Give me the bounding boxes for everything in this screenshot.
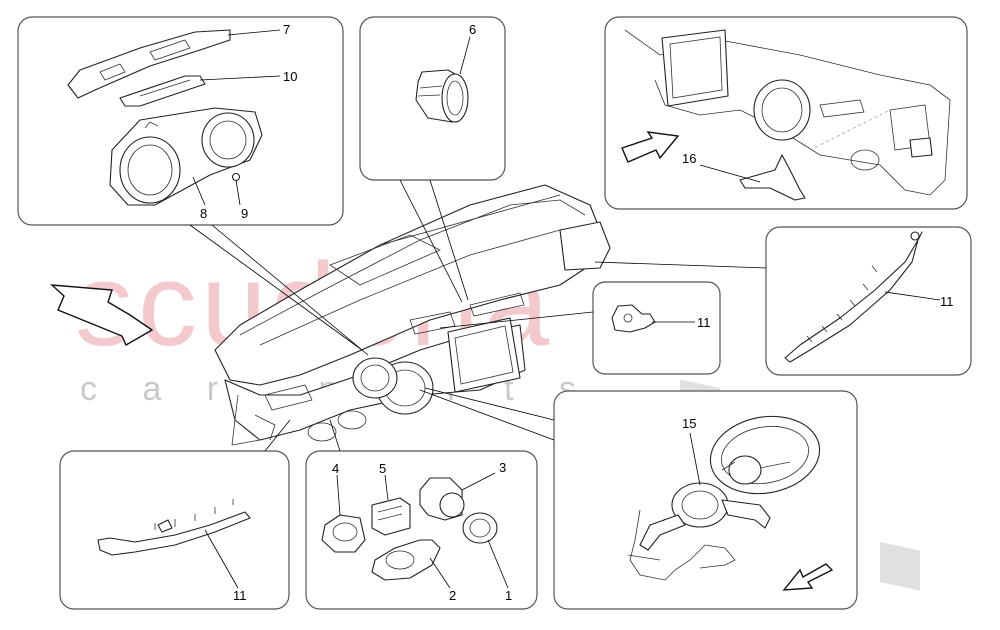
part-airbag-strip-11-right bbox=[784, 231, 923, 363]
part-column-bracket bbox=[627, 509, 736, 581]
callout-3: 3 bbox=[499, 460, 506, 475]
callout-2: 2 bbox=[449, 588, 456, 603]
callout-16: 16 bbox=[682, 151, 696, 166]
callout-11-right: 11 bbox=[940, 294, 954, 309]
part-trim-10 bbox=[119, 75, 206, 107]
callout-labels: 7 10 8 9 6 16 11 11 11 15 4 5 3 2 1 bbox=[200, 22, 954, 603]
part-airbag-strip-11-left bbox=[97, 499, 251, 556]
callout-15: 15 bbox=[682, 416, 696, 431]
callout-6: 6 bbox=[469, 22, 476, 37]
callout-7: 7 bbox=[283, 22, 290, 37]
leader-lines bbox=[189, 179, 767, 452]
frame-switches bbox=[305, 450, 538, 610]
dashboard-assembly bbox=[214, 184, 611, 446]
part-screw-9 bbox=[231, 172, 241, 182]
part-socket-3 bbox=[419, 477, 465, 521]
frame-left-strip bbox=[59, 450, 290, 610]
direction-arrow-main bbox=[50, 284, 154, 346]
part-switch-5 bbox=[371, 497, 411, 536]
callout-4: 4 bbox=[332, 461, 339, 476]
callout-11-left: 11 bbox=[233, 588, 247, 603]
direction-arrow-steering bbox=[782, 563, 834, 591]
part-cluster-8 bbox=[109, 107, 263, 206]
callout-9: 9 bbox=[241, 206, 248, 221]
part-switch-4 bbox=[321, 514, 366, 553]
part-steering-wheel bbox=[709, 415, 821, 495]
callout-1: 1 bbox=[505, 588, 512, 603]
part-clockspring-15 bbox=[639, 482, 771, 551]
part-bracket-16 bbox=[739, 154, 806, 201]
direction-arrow-dash bbox=[621, 131, 680, 163]
part-bracket-11-center bbox=[611, 304, 656, 333]
part-ring-1 bbox=[462, 512, 498, 544]
callout-10: 10 bbox=[283, 69, 297, 84]
callout-11-center: 11 bbox=[697, 315, 711, 330]
part-bezel-2 bbox=[371, 539, 441, 581]
part-clock-6 bbox=[415, 69, 469, 123]
part-dash-view bbox=[624, 29, 951, 196]
callout-8: 8 bbox=[200, 206, 207, 221]
callout-5: 5 bbox=[379, 461, 386, 476]
part-cover-7 bbox=[67, 29, 231, 99]
